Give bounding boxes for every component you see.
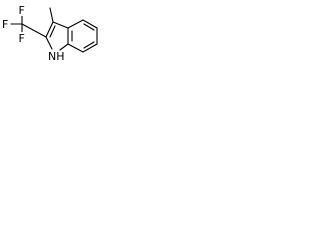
bond-c2-n1 — [45, 36, 53, 50]
bond-n1-c7a — [59, 43, 69, 51]
bond-c6-c7-double — [83, 41, 95, 49]
atom-f-top: F — [19, 4, 25, 17]
label-bg-f-bottom — [18, 32, 27, 43]
atom-labels: F F F NH — [1, 4, 65, 63]
bond-c2-c3-double — [49, 25, 56, 38]
label-bg-f-top — [18, 5, 27, 16]
bond-c6-c7 — [82, 43, 98, 53]
atom-nh: NH — [48, 50, 65, 63]
bond-c2-c3 — [45, 21, 54, 38]
bond-c3-c3a — [52, 21, 69, 29]
atom-f-left: F — [2, 18, 8, 31]
bond-c4-c5 — [82, 19, 98, 29]
bond-c3-methyl — [49, 7, 54, 23]
label-bg-f-left — [1, 18, 10, 29]
atom-f-bottom: F — [19, 32, 25, 45]
bonds — [10, 7, 98, 53]
bond-c7-c7a — [67, 43, 84, 53]
bond-c3a-c4 — [67, 19, 84, 29]
bond-c4-c5-double — [83, 23, 95, 31]
bond-c-c2 — [21, 23, 47, 38]
indole-structure-diagram: F F F NH — [1, 4, 98, 63]
